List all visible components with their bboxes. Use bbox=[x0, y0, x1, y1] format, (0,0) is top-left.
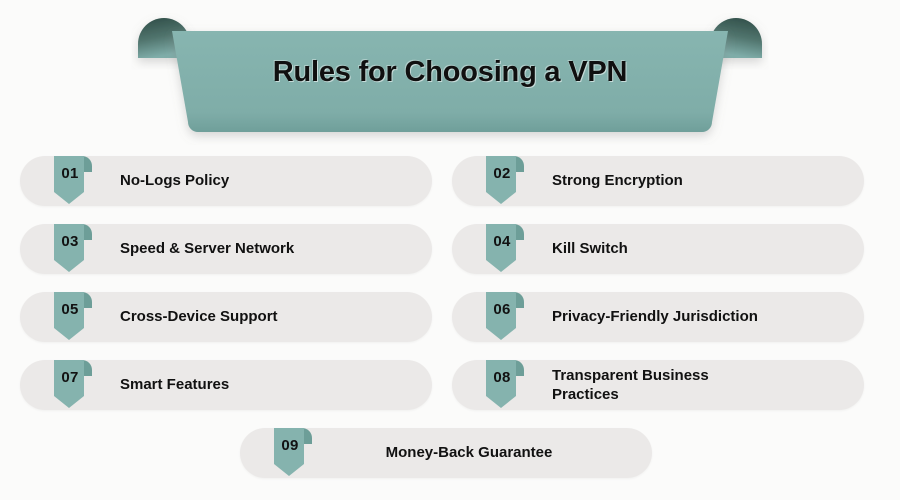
header-banner: Rules for Choosing a VPN bbox=[0, 0, 900, 145]
ribbon-badge-icon: 07 bbox=[50, 354, 96, 410]
ribbon-badge-icon: 08 bbox=[482, 354, 528, 410]
item-label: Privacy-Friendly Jurisdiction bbox=[552, 308, 758, 326]
ribbon-badge-icon: 04 bbox=[482, 218, 528, 274]
ribbon-badge-icon: 09 bbox=[270, 422, 316, 478]
item-label: Smart Features bbox=[120, 376, 230, 394]
list-item-02[interactable]: 02 Strong Encryption bbox=[452, 150, 864, 206]
ribbon-badge-icon: 02 bbox=[482, 150, 528, 206]
list-item-08[interactable]: 08 Transparent Business Practices bbox=[452, 354, 864, 410]
list-item-01[interactable]: 01 No-Logs Policy bbox=[20, 150, 432, 206]
item-label: Cross-Device Support bbox=[120, 308, 278, 326]
item-number: 07 bbox=[61, 369, 79, 386]
ribbon-badge-icon: 05 bbox=[50, 286, 96, 342]
ribbon-badge-icon: 01 bbox=[50, 150, 96, 206]
ribbon-badge-icon: 03 bbox=[50, 218, 96, 274]
item-number: 09 bbox=[281, 437, 299, 454]
item-label: Money-Back Guarantee bbox=[385, 444, 553, 462]
item-number: 06 bbox=[493, 301, 511, 318]
item-number: 04 bbox=[493, 233, 511, 250]
list-item-04[interactable]: 04 Kill Switch bbox=[452, 218, 864, 274]
item-number: 01 bbox=[61, 165, 79, 182]
item-number: 05 bbox=[61, 301, 79, 318]
page-title: Rules for Choosing a VPN bbox=[272, 56, 628, 88]
item-label: Strong Encryption bbox=[552, 172, 683, 190]
item-label: Speed & Server Network bbox=[120, 240, 295, 258]
item-number: 02 bbox=[493, 165, 511, 182]
list-item-05[interactable]: 05 Cross-Device Support bbox=[20, 286, 432, 342]
list-item-03[interactable]: 03 Speed & Server Network bbox=[20, 218, 432, 274]
item-label: No-Logs Policy bbox=[120, 172, 230, 190]
item-label: Kill Switch bbox=[552, 240, 628, 258]
list-item-06[interactable]: 06 Privacy-Friendly Jurisdiction bbox=[452, 286, 864, 342]
list-item-07[interactable]: 07 Smart Features bbox=[20, 354, 432, 410]
list-item-09[interactable]: 09 Money-Back Guarantee bbox=[240, 422, 652, 478]
item-number: 08 bbox=[493, 369, 511, 386]
item-label: Transparent Business Practices bbox=[552, 366, 709, 404]
ribbon-badge-icon: 06 bbox=[482, 286, 528, 342]
item-number: 03 bbox=[61, 233, 79, 250]
banner-shape bbox=[138, 18, 762, 132]
